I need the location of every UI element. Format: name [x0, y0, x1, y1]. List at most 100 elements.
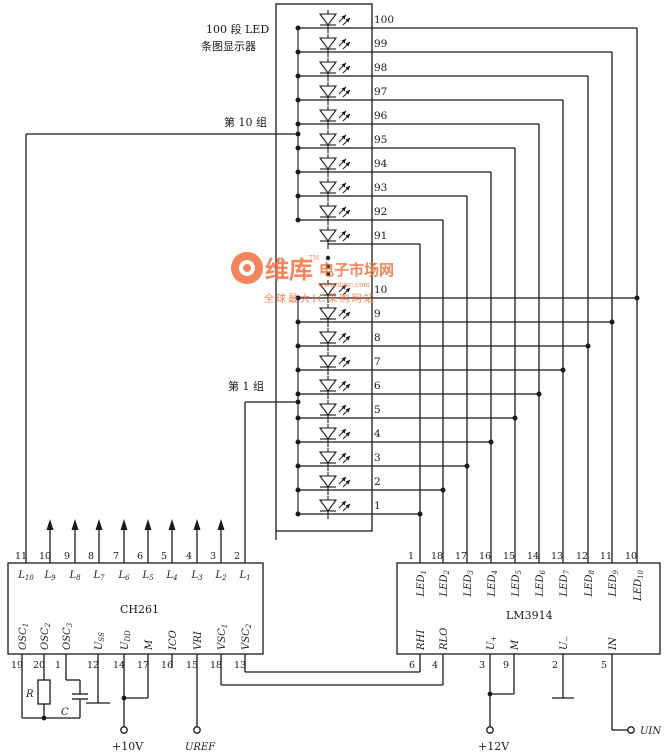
- watermark-url: www.dzsc.com: [318, 281, 370, 289]
- lm3914-pin-number: 16: [479, 551, 491, 562]
- ch261-pin-number: 19: [11, 660, 23, 671]
- led-1: [319, 495, 351, 520]
- ch261-pin-label: M: [144, 639, 155, 651]
- lm3914-chip: LM3914 1LED118LED217LED316LED415LED514LE…: [396, 551, 661, 671]
- lm3914-pin-number: 5: [601, 660, 607, 671]
- output-arrow: [167, 518, 177, 546]
- ch261-pin-label: L8: [68, 570, 81, 582]
- junction-dot: [295, 73, 301, 79]
- ch261-pin-number: 4: [186, 551, 192, 562]
- ch261-pin-label: OSC1: [18, 623, 30, 650]
- output-arrow: [143, 518, 153, 546]
- lm3914-pin-label: RHI: [416, 629, 427, 651]
- led-3: [319, 447, 351, 472]
- led-100: [319, 9, 351, 34]
- junction-dot: [295, 415, 301, 421]
- lm3914-pin-label: LED2: [439, 569, 451, 597]
- led-number-label: 97: [374, 86, 387, 98]
- ch261-pin-label: L6: [117, 570, 130, 582]
- vref-label: UREF: [185, 742, 216, 753]
- lm3914-pin-label: RLO: [439, 628, 450, 651]
- led-97: [319, 81, 351, 106]
- led-95: [319, 129, 351, 154]
- junction-dot: [295, 217, 301, 223]
- junction-dot: [295, 487, 301, 493]
- lm3914-pin-label: IN: [608, 636, 619, 651]
- ch261-pin-label: VSC2: [241, 623, 253, 650]
- ch261-pin-label: VRI: [193, 630, 204, 650]
- junction-dot: [295, 25, 301, 31]
- lm3914-name: LM3914: [506, 609, 553, 622]
- output-arrow: [119, 518, 129, 546]
- ch261-body: [7, 562, 264, 655]
- display-title-line2: 条图显示器: [201, 39, 256, 53]
- rc-network: R C: [21, 654, 88, 721]
- ch261-pin-number: 6: [137, 551, 143, 562]
- vref-input: UREF: [185, 654, 216, 753]
- led-number-label: 6: [374, 380, 381, 392]
- ch261-pin-number: 13: [234, 660, 246, 671]
- led-number-label: 4: [374, 428, 381, 440]
- junction-dot: [295, 169, 301, 175]
- vdd-supply: +10V: [112, 654, 149, 753]
- lm3914-pin-number: 10: [625, 551, 637, 562]
- led-number-label: 10: [374, 284, 387, 296]
- ch261-pin-label: L3: [190, 570, 203, 582]
- ch261-name: CH261: [120, 603, 159, 616]
- lm3914-pin-label: LED7: [559, 569, 571, 597]
- junction-dot: [295, 367, 301, 373]
- led-number-label: 99: [374, 38, 387, 50]
- ch261-pin-label: UDD: [120, 630, 132, 650]
- led-number-label: 96: [374, 110, 388, 122]
- led-92: [319, 201, 351, 226]
- lm3914-pin-label: LED10: [633, 569, 645, 601]
- junction-dot: [634, 295, 640, 301]
- lm3914-pin-label: LED9: [608, 569, 620, 597]
- lm3914-top-pins: 1LED118LED217LED316LED415LED514LED613LED…: [408, 551, 645, 602]
- ch261-pin-label: OSC2: [40, 622, 52, 650]
- ch261-pin-number: 9: [64, 551, 70, 562]
- led-number-label: 5: [374, 404, 381, 416]
- lm3914-pin-number: 13: [551, 551, 563, 562]
- ch261-pin-label: L9: [43, 570, 56, 582]
- lm3914-pin-number: 2: [552, 660, 558, 671]
- watermark: 维库 电子市场网 TM 全球最大IC采购网站 www.dzsc.com: [231, 252, 394, 305]
- lm3914-pin-number: 6: [409, 660, 415, 671]
- junction-dot: [609, 319, 615, 325]
- led-number-label: 7: [374, 356, 381, 368]
- lm3914-pin-label: U+: [486, 636, 498, 650]
- ch261-output-arrows: [45, 518, 226, 546]
- led-9: [319, 303, 351, 328]
- vdd-label: +10V: [112, 740, 144, 753]
- junction-dot: [295, 463, 301, 469]
- ch261-pin-number: 10: [39, 551, 51, 562]
- lm3914-uminus-ground: [552, 654, 574, 699]
- resistor-r: [37, 679, 51, 705]
- lm3914-pin-number: 1: [408, 551, 414, 562]
- led-5: [319, 399, 351, 424]
- lm3914-supply: +12V: [478, 654, 515, 753]
- junction-dot: [295, 131, 301, 137]
- output-arrow: [70, 518, 80, 546]
- continuation-dots: [325, 255, 331, 277]
- lm3914-pin-number: 11: [600, 551, 612, 562]
- watermark-brand: 电子市场网: [319, 261, 394, 279]
- resistor-label: R: [25, 689, 34, 700]
- lm3914-pin-number: 17: [455, 551, 467, 562]
- ch261-pin-number: 17: [137, 660, 149, 671]
- ch261-pin-number: 8: [88, 551, 94, 562]
- led-98: [319, 57, 351, 82]
- ch261-pin-number: 14: [113, 660, 125, 671]
- ch261-pin-label: L5: [141, 570, 154, 582]
- ch261-pin-label: USS: [94, 632, 106, 650]
- led-94: [319, 153, 351, 178]
- junction-dot: [295, 193, 301, 199]
- lm3914-pin-label: LED5: [511, 569, 523, 597]
- ch261-pin-label: L1: [238, 570, 250, 582]
- ch261-pin-label: L7: [92, 570, 105, 582]
- ch261-pin-number: 16: [161, 660, 173, 671]
- ch261-pin-number: 12: [87, 660, 99, 671]
